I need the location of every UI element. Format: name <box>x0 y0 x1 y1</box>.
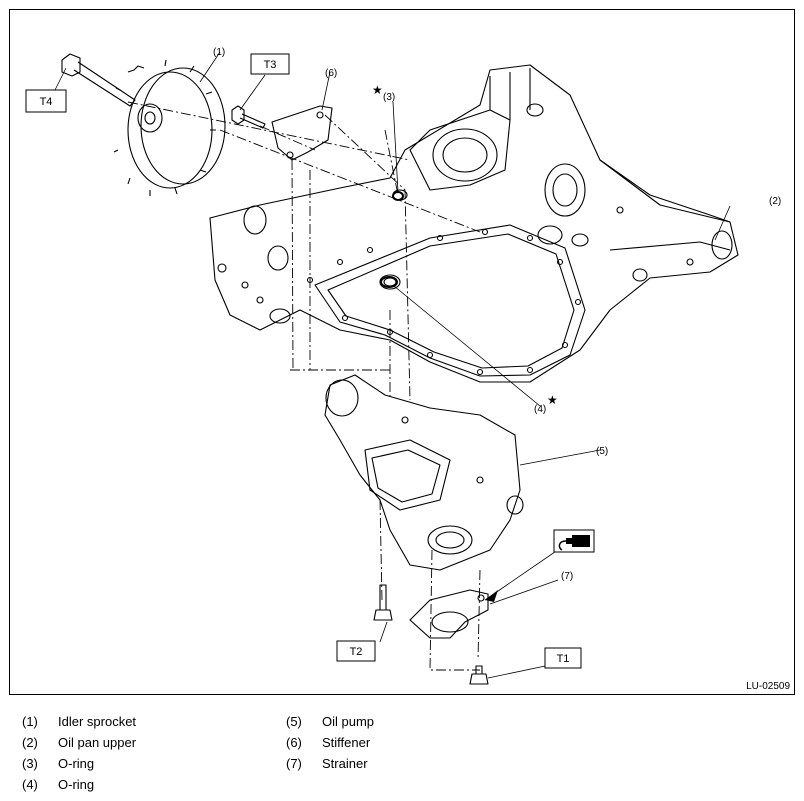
legend-number: (3) <box>22 756 38 771</box>
callout-2: (2) <box>769 196 781 207</box>
legend-number: (2) <box>22 735 38 750</box>
sealant-tube-icon <box>553 529 595 553</box>
idler-sprocket <box>113 59 226 196</box>
legend-item: (6) Stiffener <box>286 733 370 753</box>
t1-bolt <box>469 665 489 685</box>
legend-item: (7) Strainer <box>286 754 368 774</box>
star-marker-4: ★ <box>547 393 558 407</box>
callout-1: (1) <box>213 47 225 58</box>
oil-pan-upper-flange <box>314 224 586 377</box>
legend-item: (3) O-ring <box>22 754 94 774</box>
torque-tag-t3-label: T3 <box>264 59 277 71</box>
figure-id-label: LU-02509 <box>746 681 790 692</box>
o-ring-4 <box>380 276 398 288</box>
t3-bolt <box>231 105 266 129</box>
exploded-view-figure: T4 T3 T2 T1 (1) (2) (3) (4) (5) (6) (7) … <box>9 9 795 695</box>
legend-name: Strainer <box>322 756 368 771</box>
strainer <box>409 589 489 639</box>
legend-item: (2) Oil pan upper <box>22 733 136 753</box>
callout-7: (7) <box>561 571 573 582</box>
torque-tag-t2-label: T2 <box>350 646 363 658</box>
torque-tag-t1-label: T1 <box>557 653 570 665</box>
torque-tag-t3 <box>250 53 290 75</box>
legend-name: O-ring <box>58 777 95 792</box>
legend-name: Idler sprocket <box>58 714 137 729</box>
legend-item: (5) Oil pump <box>286 712 374 732</box>
legend-item: (4) O-ring <box>22 775 94 795</box>
legend-number: (5) <box>286 714 302 729</box>
torque-tag-t4 <box>25 89 67 113</box>
callout-4: (4) <box>534 404 546 415</box>
legend-number: (6) <box>286 735 302 750</box>
legend-item: (1) Idler sprocket <box>22 712 136 732</box>
oil-pump-body <box>324 374 521 571</box>
callout-3: (3) <box>383 92 395 103</box>
torque-tag-t1 <box>544 647 582 669</box>
legend-name: Oil pan upper <box>58 735 137 750</box>
legend-number: (1) <box>22 714 38 729</box>
t2-bolt <box>373 584 393 621</box>
stiffener <box>271 105 333 161</box>
callout-5: (5) <box>596 446 608 457</box>
legend-number: (4) <box>22 777 38 792</box>
legend-name: Stiffener <box>322 735 371 750</box>
t4-bolt <box>61 53 136 107</box>
oil-pan-diagram: T4 T3 T2 T1 (1) (2) (3) (4) (5) (6) (7) … <box>25 47 781 685</box>
callout-6: (6) <box>325 68 337 79</box>
legend-number: (7) <box>286 756 302 771</box>
torque-tag-t4-label: T4 <box>40 96 53 108</box>
legend-name: Oil pump <box>322 714 375 729</box>
oil-pan-upper-body <box>209 64 739 383</box>
legend-name: O-ring <box>58 756 95 771</box>
o-ring-3 <box>392 191 404 201</box>
star-marker-3: ★ <box>372 83 383 97</box>
torque-tag-t2 <box>336 640 376 662</box>
